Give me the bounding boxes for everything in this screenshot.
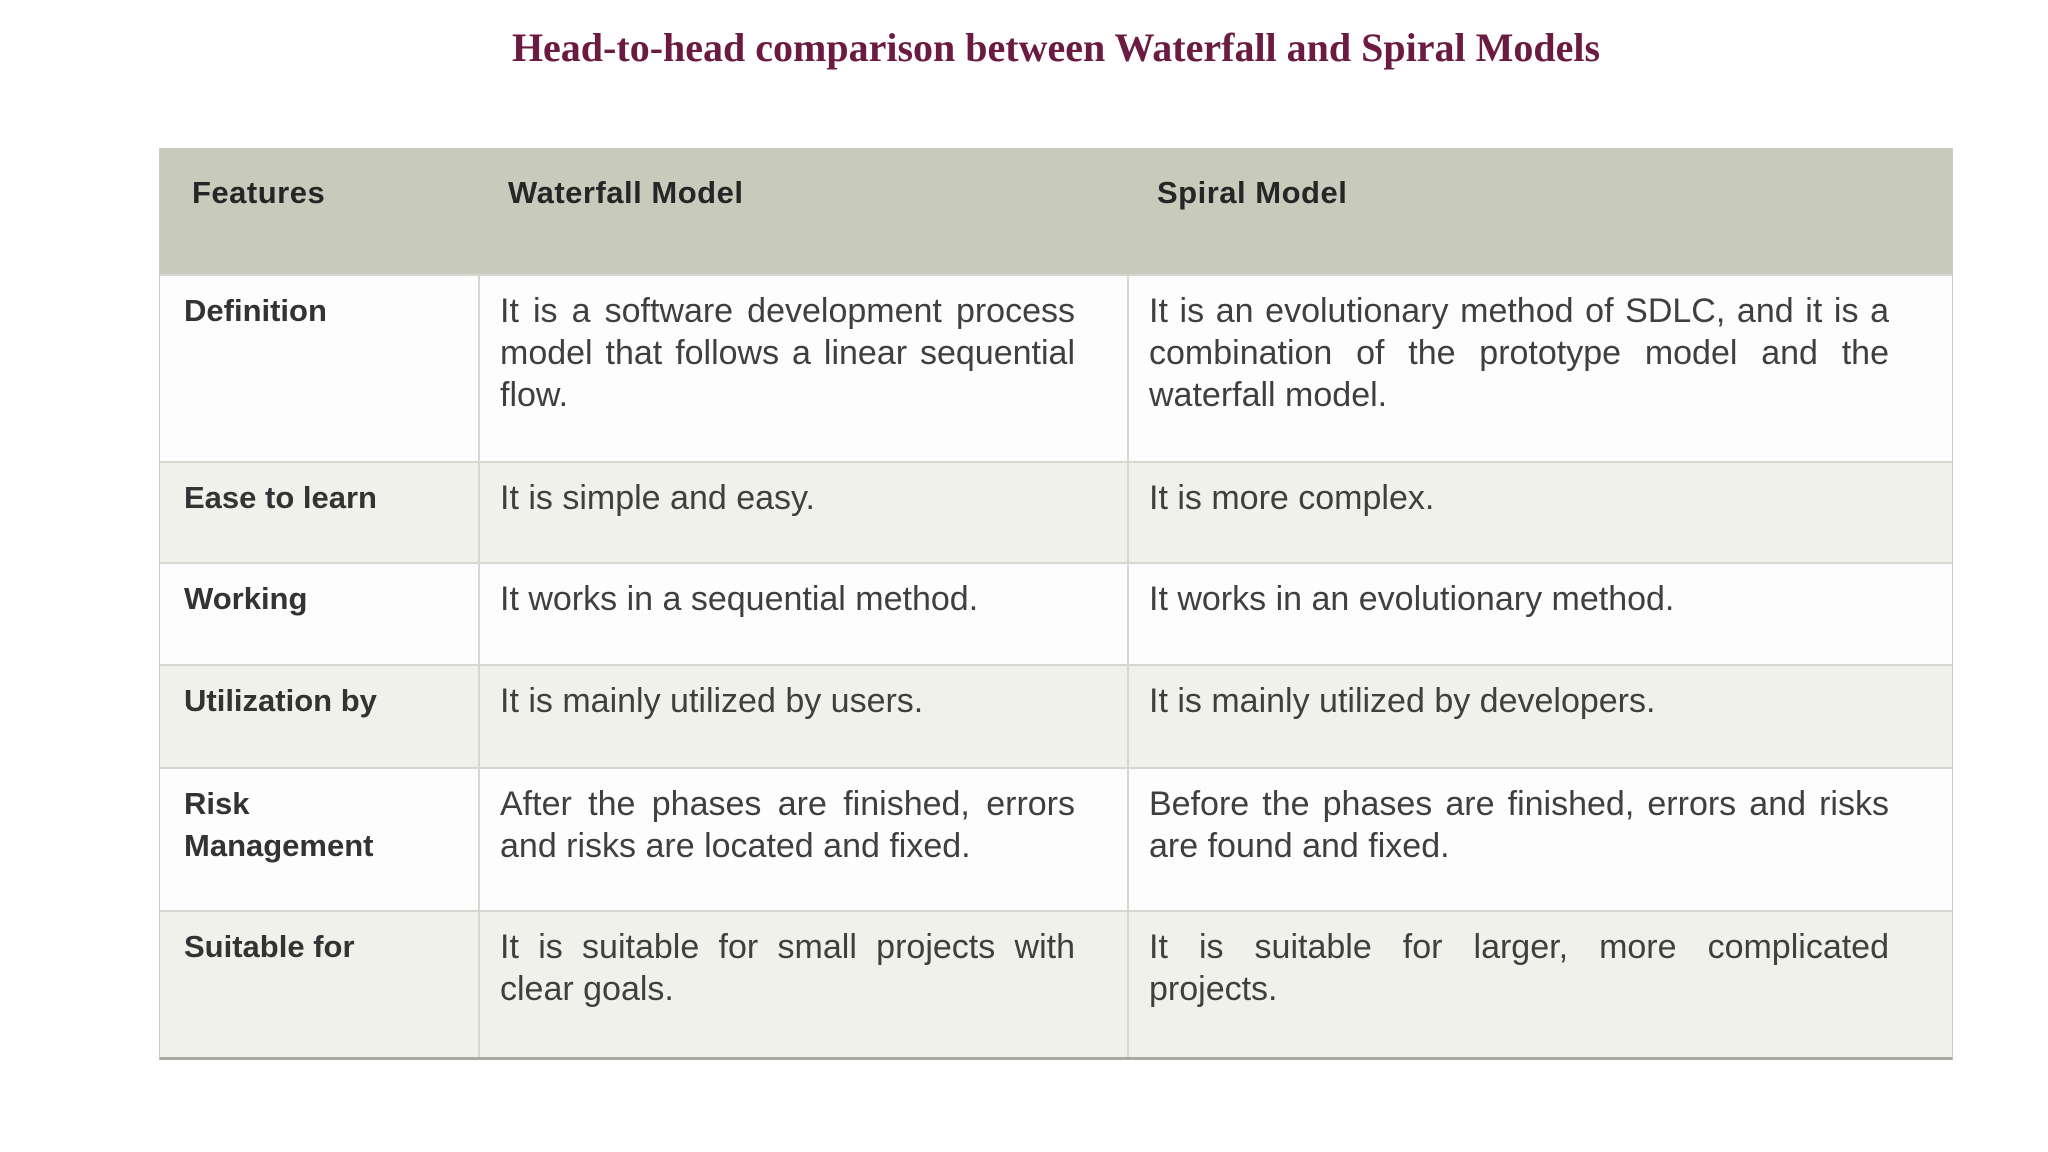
feature-cell: Suitable for [160, 912, 480, 1057]
feature-cell: Definition [160, 276, 480, 461]
spiral-cell: It is more complex. [1149, 479, 1435, 517]
waterfall-cell: After the phases are finished, errors an… [480, 769, 1129, 910]
feature-cell: Risk Management [160, 769, 480, 910]
table-row-working: Working It works in a sequential method.… [160, 562, 1952, 664]
spiral-cell: It is suitable for larger, more complica… [1149, 928, 1889, 1008]
spiral-cell: It is mainly utilized by developers. [1149, 682, 1656, 720]
comparison-table: Features Waterfall Model Spiral Model De… [159, 148, 1953, 1060]
table-row-suitable-for: Suitable for It is suitable for small pr… [160, 910, 1952, 1057]
waterfall-cell: It works in a sequential method. [480, 564, 1129, 664]
spiral-cell: It is an evolutionary method of SDLC, an… [1149, 292, 1889, 414]
table-row-definition: Definition It is a software development … [160, 274, 1952, 461]
table-row-utilization-by: Utilization by It is mainly utilized by … [160, 664, 1952, 767]
waterfall-cell: It is suitable for small projects with c… [480, 912, 1129, 1057]
feature-cell: Utilization by [160, 666, 480, 767]
column-header-waterfall-model: Waterfall Model [508, 175, 744, 210]
page-title: Head-to-head comparison between Waterfal… [511, 25, 1601, 70]
column-header-features: Features [192, 175, 326, 210]
spiral-cell: Before the phases are finished, errors a… [1149, 785, 1889, 865]
table-row-ease-to-learn: Ease to learn It is simple and easy. It … [160, 461, 1952, 562]
column-header-spiral-model: Spiral Model [1157, 175, 1348, 210]
waterfall-cell: It is simple and easy. [480, 463, 1129, 562]
feature-cell: Ease to learn [160, 463, 480, 562]
feature-cell: Working [160, 564, 480, 664]
waterfall-cell: It is a software development process mod… [480, 276, 1129, 461]
spiral-cell: It works in an evolutionary method. [1149, 580, 1675, 618]
waterfall-cell: It is mainly utilized by users. [480, 666, 1129, 767]
table-row-risk-management: Risk Management After the phases are fin… [160, 767, 1952, 910]
table-header-row: Features Waterfall Model Spiral Model [160, 149, 1952, 274]
